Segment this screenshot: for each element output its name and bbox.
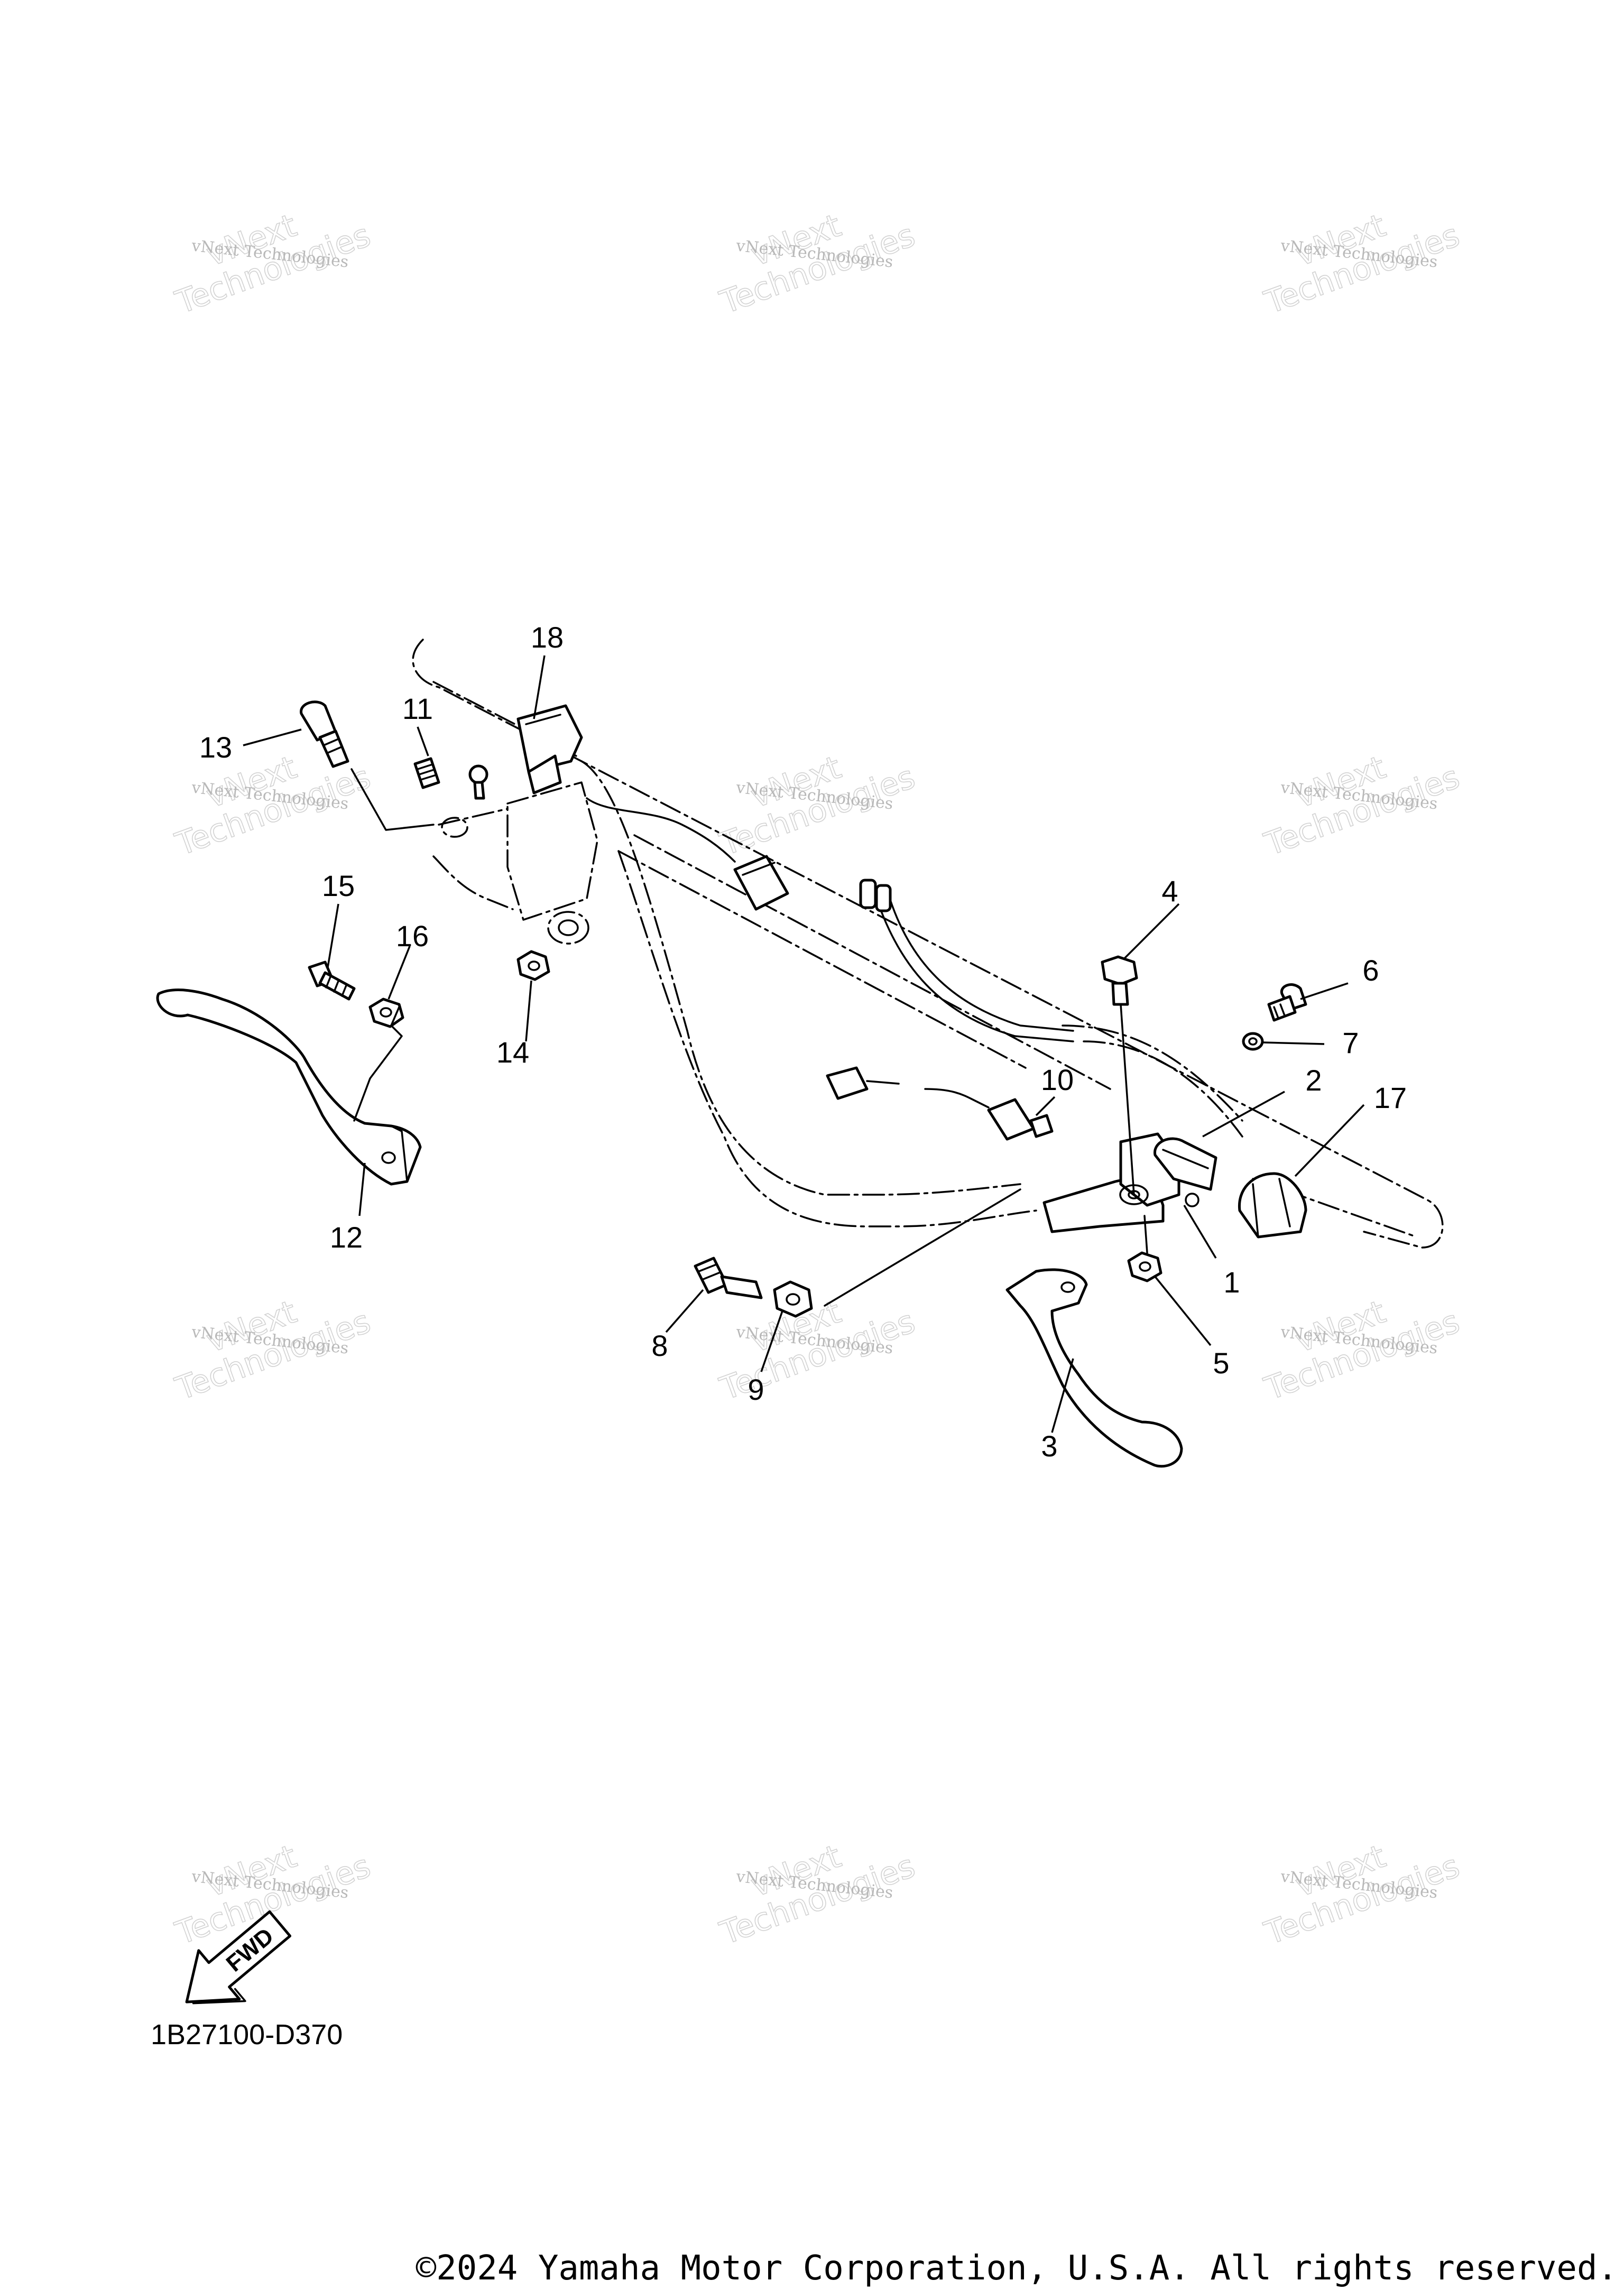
callout-4: 4 (1161, 874, 1178, 908)
callout-8: 8 (651, 1329, 668, 1362)
diagram-code: 1B27100-D370 (151, 2019, 343, 2051)
callout-14: 14 (496, 1036, 529, 1069)
copyright-notice: ©2024 Yamaha Motor Corporation, U.S.A. A… (416, 2249, 1618, 2288)
callout-12: 12 (330, 1221, 363, 1254)
assembly-lines (350, 768, 1148, 1307)
callout-7: 7 (1342, 1026, 1359, 1059)
callout-15: 15 (322, 869, 355, 902)
callout-18: 18 (531, 621, 564, 654)
callout-5: 5 (1213, 1346, 1229, 1380)
washer-7 (1242, 1032, 1264, 1051)
callout-16: 16 (396, 919, 429, 953)
nut-14 (516, 950, 550, 981)
brake-lever-12 (156, 989, 422, 1186)
clutch-switch-10 (987, 1098, 1054, 1141)
callout-1: 1 (1223, 1266, 1240, 1299)
screw-6 (1267, 983, 1307, 1022)
nut-16 (368, 998, 404, 1028)
guide-17 (1238, 1172, 1307, 1239)
callout-2: 2 (1305, 1064, 1322, 1097)
clutch-lever-3 (1005, 1268, 1183, 1468)
leader-lines (243, 655, 1365, 1433)
callout-11: 11 (402, 692, 433, 725)
callout-13: 13 (199, 731, 232, 764)
banjo-bolt-13 (300, 700, 349, 768)
bolt-4 (1101, 955, 1138, 1006)
callout-3: 3 (1041, 1429, 1057, 1463)
callout-6: 6 (1362, 954, 1379, 987)
callout-10: 10 (1041, 1063, 1074, 1096)
nut-5 (1127, 1251, 1162, 1282)
pivot-bolt-15 (308, 961, 356, 1001)
callout-17: 17 (1374, 1081, 1407, 1114)
callout-9: 9 (748, 1373, 764, 1406)
locknut-9 (773, 1280, 813, 1318)
switch-wiring (586, 797, 1074, 1109)
callout-labels: 18 11 13 15 16 14 12 4 6 7 2 10 17 1 5 8… (199, 621, 1407, 1463)
clamp-2 (1154, 1137, 1217, 1191)
master-cylinder-outline (432, 781, 598, 945)
adjuster-8 (694, 1257, 763, 1299)
engine-stop-switch (516, 704, 583, 795)
screw-11 (413, 757, 440, 789)
clamp-screw (468, 764, 488, 800)
